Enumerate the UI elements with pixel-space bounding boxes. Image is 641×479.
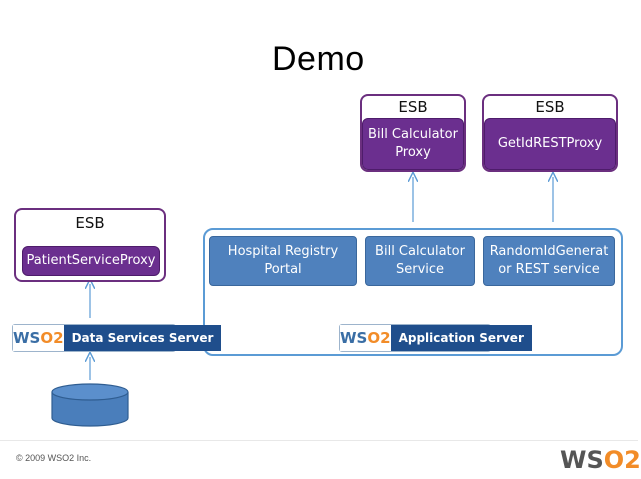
esb-mid-frame: ESB Bill Calculator Proxy [360,94,466,172]
bill-calculator-proxy-line1: Bill Calculator [368,127,458,143]
getid-rest-proxy-box[interactable]: GetIdRESTProxy [484,118,616,170]
service-line2: or REST service [498,262,600,277]
esb-mid-label: ESB [398,98,428,116]
copyright-text: © 2009 WSO2 Inc. [16,453,92,463]
esb-right-frame: ESB GetIdRESTProxy [482,94,618,172]
data-services-server-label: Data Services Server [63,325,222,351]
esb-left-frame: ESB PatientServiceProxy [14,208,166,282]
application-server-label: Application Server [390,325,532,351]
bill-calculator-proxy-line2: Proxy [395,145,431,160]
bill-calculator-service-box[interactable]: Bill Calculator Service [365,236,475,286]
service-line2: Portal [264,262,302,277]
slide-title: Demo [272,40,365,78]
service-line1: Hospital Registry [227,244,339,260]
wso2-footer-logo-icon: WSO2 [560,446,641,474]
service-line2: Service [395,262,445,277]
patient-service-proxy-box[interactable]: PatientServiceProxy [22,246,160,276]
service-line1: RandomIdGenerat [489,244,609,260]
footer-divider [0,440,638,441]
bill-calculator-proxy-box[interactable]: Bill Calculator Proxy [362,118,464,170]
randomid-rest-service-box[interactable]: RandomIdGenerat or REST service [483,236,615,286]
esb-right-label: ESB [535,98,565,116]
database-icon [51,383,129,427]
esb-left-label: ESB [75,214,105,232]
service-line1: Bill Calculator [375,244,465,260]
application-server-container: Hospital Registry Portal Bill Calculator… [203,228,623,356]
hospital-registry-portal-box[interactable]: Hospital Registry Portal [209,236,357,286]
